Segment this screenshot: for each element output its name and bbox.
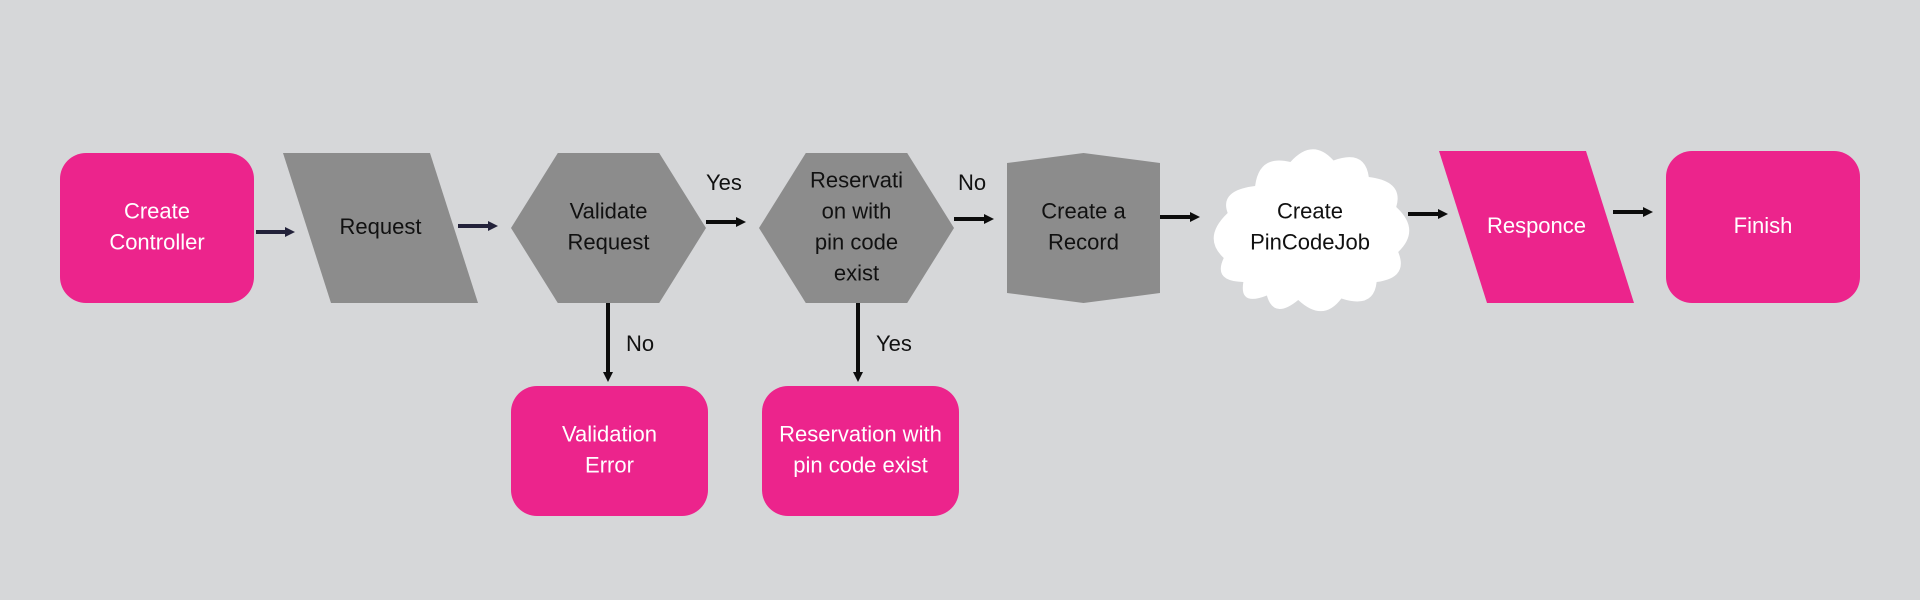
- node-reservation-exists: Reservation with pin code exist: [762, 386, 959, 516]
- node-label-finish-line-0: Finish: [1734, 213, 1793, 238]
- create-controller-shape: [60, 153, 254, 303]
- node-reservation-check: Reservati on with pin code exist: [759, 153, 954, 303]
- node-request: Request: [283, 153, 478, 303]
- node-finish: Finish: [1666, 151, 1860, 303]
- edge-reservation-to-exists: Yes: [853, 303, 912, 382]
- finish-shape: [1666, 151, 1860, 303]
- request-shape: [283, 153, 478, 303]
- node-label-create-controller-line-1: Controller: [109, 229, 204, 254]
- node-label-create-record-line-0: Create a: [1041, 198, 1126, 223]
- node-label-reservation-exists-line-0: Reservation with: [779, 421, 942, 446]
- node-label-reservation-check-line-3: exist: [834, 260, 879, 285]
- node-label-create-controller-line-0: Create: [124, 198, 190, 223]
- node-label-request-line-0: Request: [340, 214, 422, 239]
- create-record-shape: [1007, 153, 1160, 303]
- node-label-responce-line-0: Responce: [1487, 213, 1586, 238]
- edge-label-reservation-to-record: No: [958, 170, 986, 195]
- validate-request-shape: [511, 153, 706, 303]
- edge-label-validate-to-error: No: [626, 331, 654, 356]
- node-responce: Responce: [1439, 151, 1634, 303]
- node-label-validate-request-line-1: Request: [568, 229, 650, 254]
- node-label-reservation-exists-line-1: pin code exist: [793, 452, 928, 477]
- edge-label-validate-to-reservation: Yes: [706, 170, 742, 195]
- node-label-reservation-check-line-2: pin code: [815, 229, 898, 254]
- node-label-reservation-check-line-0: Reservati: [810, 167, 903, 192]
- responce-shape: [1439, 151, 1634, 303]
- edge-label-reservation-to-exists: Yes: [876, 331, 912, 356]
- reservation-exists-shape: [762, 386, 959, 516]
- validation-error-shape: [511, 386, 708, 516]
- reservation-check-shape: [759, 153, 954, 303]
- node-label-create-pincodejob-line-0: Create: [1277, 198, 1343, 223]
- node-label-create-pincodejob-line-1: PinCodeJob: [1250, 229, 1370, 254]
- edge-reservation-to-record: No: [954, 170, 994, 224]
- node-label-validate-request-line-0: Validate: [570, 198, 648, 223]
- node-label-reservation-check-line-1: on with: [822, 198, 892, 223]
- nodes-layer: CreateControllerRequestValidateRequestRe…: [60, 149, 1860, 516]
- node-label-create-record-line-1: Record: [1048, 229, 1119, 254]
- node-label-validation-error-line-1: Error: [585, 452, 634, 477]
- edge-validate-to-reservation: Yes: [706, 170, 746, 227]
- node-create-record: Create a Record: [1007, 153, 1160, 303]
- create-pincodejob-shape: [1213, 149, 1410, 312]
- edge-validate-to-error: No: [603, 303, 654, 382]
- node-label-validation-error-line-0: Validation: [562, 421, 657, 446]
